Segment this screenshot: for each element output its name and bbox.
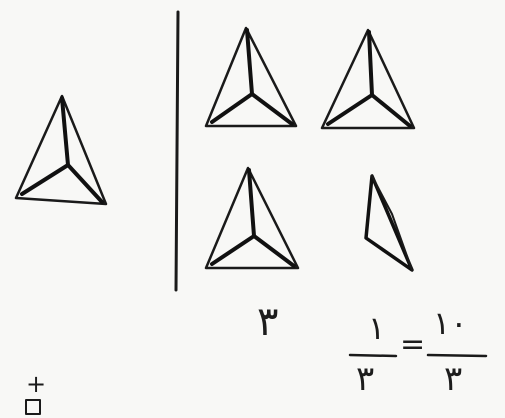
equation-result-numerator: ۱۰ [433, 307, 467, 339]
equation-result-denominator: ۳ [444, 362, 462, 396]
plus-box-mark [26, 400, 40, 414]
fraction-bar-right [428, 355, 486, 356]
divider-line [176, 12, 178, 290]
plus-sign-mark: + [26, 372, 46, 396]
partial-triangle-piece [366, 176, 412, 270]
group-triangle-3 [206, 168, 298, 268]
fraction-bar-left [350, 355, 396, 356]
group-triangle-2 [322, 30, 414, 128]
equation-equals-sign: = [400, 330, 425, 360]
equation-denominator: ۳ [356, 362, 374, 396]
whole-triangle [16, 96, 106, 204]
equation-whole-number: ۳ [257, 302, 278, 342]
group-triangle-1 [206, 28, 296, 126]
equation-numerator: ۱ [368, 312, 385, 344]
